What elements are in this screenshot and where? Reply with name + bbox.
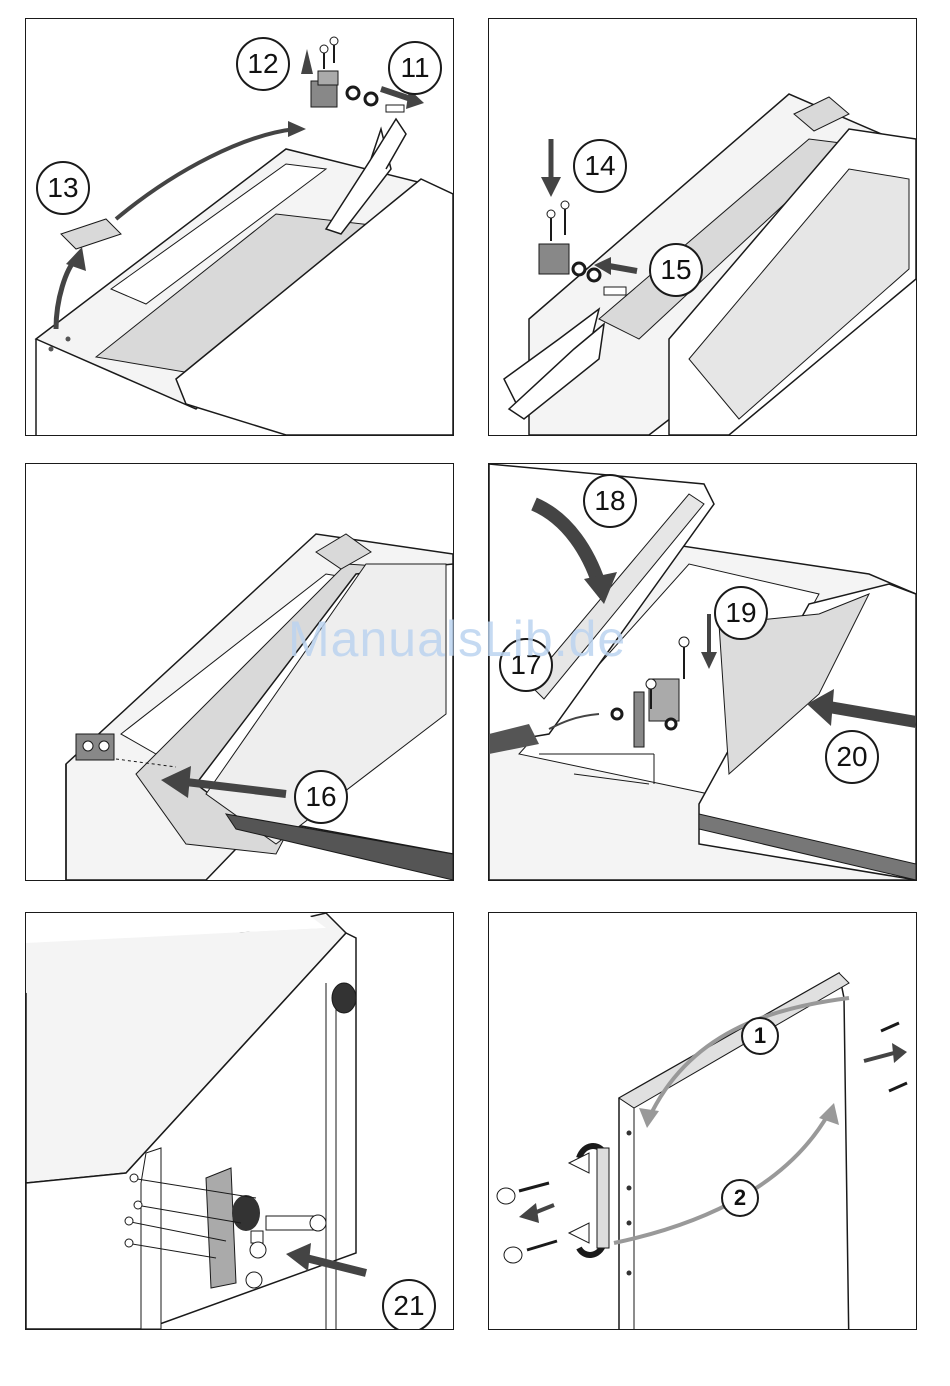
- step-number-18: 18: [583, 474, 637, 528]
- step-number-16: 16: [294, 770, 348, 824]
- step-number-12: 12: [236, 37, 290, 91]
- step-number-15: 15: [649, 243, 703, 297]
- step-number-19: 19: [714, 586, 768, 640]
- step-number-1: 1: [741, 1017, 779, 1055]
- panel-3: 16: [25, 463, 454, 881]
- panel-5: 21: [25, 912, 454, 1330]
- step-number-14: 14: [573, 139, 627, 193]
- illustration-hinge-mounting: [489, 19, 916, 435]
- illustration-lower-hinge: [26, 913, 453, 1329]
- step-number-11: 11: [388, 41, 442, 95]
- step-number-21: 21: [382, 1279, 436, 1330]
- panel-2: 14 15: [488, 18, 917, 436]
- step-number-13: 13: [36, 161, 90, 215]
- panel-1: 12 11 13: [25, 18, 454, 436]
- panel-6: 1 2: [488, 912, 917, 1330]
- illustration-hinge-removal: [26, 19, 453, 435]
- panel-4: 18 19 17 20: [488, 463, 917, 881]
- illustration-hinge-installed: [26, 464, 453, 880]
- step-number-2: 2: [721, 1179, 759, 1217]
- watermark: ManualsLib.de: [288, 610, 626, 668]
- illustration-handle-swap: [489, 913, 916, 1329]
- step-number-20: 20: [825, 730, 879, 784]
- illustration-door-hinge-fit: [489, 464, 916, 880]
